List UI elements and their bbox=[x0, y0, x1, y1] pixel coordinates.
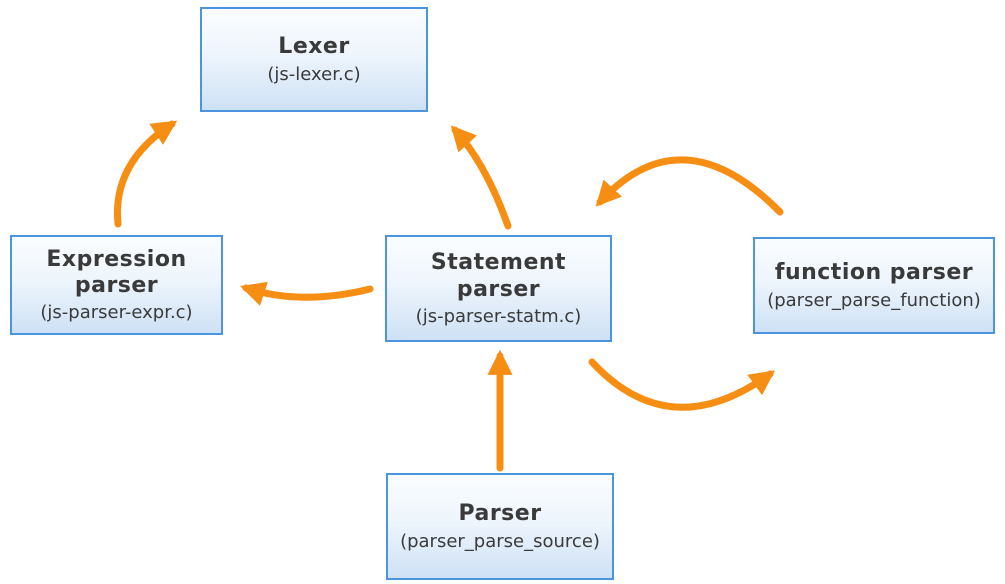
arrow-function-parser-to-statement-parser bbox=[595, 156, 784, 216]
node-parser-subtitle: (parser_parse_source) bbox=[400, 530, 600, 552]
node-function-parser-title: function parser bbox=[774, 260, 974, 286]
node-parser-title: Parser bbox=[458, 501, 542, 527]
node-lexer: Lexer (js-lexer.c) bbox=[200, 7, 428, 112]
arrow-expression-parser-to-lexer bbox=[113, 120, 178, 228]
node-expression-parser-title: Expression parser bbox=[46, 246, 187, 298]
node-lexer-subtitle: (js-lexer.c) bbox=[267, 63, 361, 85]
arrow-statement-parser-to-lexer bbox=[450, 125, 512, 230]
node-statement-parser: Statement parser (js-parser-statm.c) bbox=[385, 235, 612, 342]
node-expression-parser-subtitle: (js-parser-expr.c) bbox=[40, 302, 193, 324]
node-lexer-title: Lexer bbox=[278, 34, 350, 60]
node-statement-parser-title: Statement parser bbox=[430, 250, 567, 302]
node-parser: Parser (parser_parse_source) bbox=[386, 473, 614, 580]
arrow-statement-parser-to-expression-parser bbox=[240, 281, 374, 306]
node-statement-parser-subtitle: (js-parser-statm.c) bbox=[415, 305, 582, 327]
node-expression-parser: Expression parser (js-parser-expr.c) bbox=[10, 235, 223, 335]
node-function-parser: function parser (parser_parse_function) bbox=[753, 237, 995, 334]
arrow-statement-parser-to-function-parser bbox=[588, 358, 776, 411]
node-function-parser-subtitle: (parser_parse_function) bbox=[767, 289, 981, 311]
